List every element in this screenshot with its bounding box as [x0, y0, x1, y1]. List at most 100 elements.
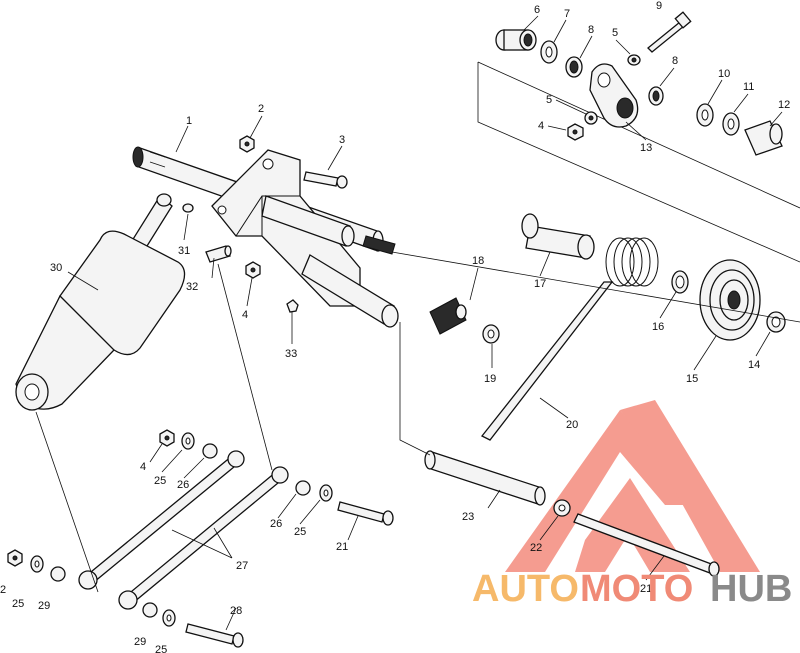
bushing-18 — [429, 297, 467, 335]
watermark-word-auto: AUTO — [472, 568, 579, 610]
label-18: 18 — [472, 255, 484, 267]
leader-5a — [615, 39, 631, 55]
label-8b: 8 — [672, 55, 678, 67]
leader-20 — [539, 397, 569, 419]
bolt-3 — [303, 171, 348, 189]
watermark-word-hub: HUB — [710, 568, 792, 610]
washer-25a — [181, 432, 195, 450]
nut-2a — [239, 135, 255, 153]
axis-line-left — [35, 411, 99, 593]
bushing-26b — [295, 480, 311, 496]
bushing-23 — [424, 450, 546, 506]
label-25d: 25 — [155, 644, 167, 653]
rod-27a — [78, 450, 245, 590]
washer-25b — [319, 484, 333, 502]
bushing-17 — [521, 213, 595, 260]
label-8a: 8 — [588, 24, 594, 36]
washer-7 — [540, 40, 558, 64]
leader-31 — [183, 213, 189, 241]
arm-13 — [589, 63, 639, 128]
label-25b: 25 — [294, 526, 306, 538]
leader-16 — [659, 291, 677, 319]
fitting-33 — [286, 299, 299, 313]
label-33: 33 — [285, 348, 297, 360]
leader-21a — [347, 515, 359, 541]
washer-25d — [162, 609, 176, 627]
leader-15 — [693, 335, 717, 371]
rod-27b — [118, 466, 289, 610]
label-6: 6 — [534, 4, 540, 16]
label-26a: 26 — [177, 479, 189, 491]
leader-18 — [469, 267, 479, 301]
label-29a: 29 — [38, 600, 50, 612]
axis-line-center — [217, 263, 273, 471]
label-7: 7 — [564, 8, 570, 20]
label-28: 28 — [230, 605, 242, 617]
leader-25a — [161, 449, 183, 473]
label-32: 32 — [186, 281, 198, 293]
label-25c: 25 — [12, 598, 24, 610]
label-23: 23 — [462, 511, 474, 523]
leader-28 — [225, 607, 237, 631]
label-25a: 25 — [154, 475, 166, 487]
label-21a: 21 — [336, 541, 348, 553]
label-4b: 4 — [140, 461, 146, 473]
bushing-29a — [50, 566, 66, 582]
label-22: 22 — [530, 542, 542, 554]
bushing-32 — [205, 245, 232, 263]
washer-11 — [722, 112, 740, 136]
leader-26a — [183, 457, 205, 479]
leader-6 — [523, 15, 539, 31]
leader-2a — [249, 115, 263, 139]
bolt-9 — [647, 11, 692, 53]
wheel-15 — [699, 259, 761, 341]
bushing-8a — [565, 56, 583, 78]
leader-14 — [755, 331, 771, 357]
label-16: 16 — [652, 321, 664, 333]
bolt-21a — [337, 501, 394, 526]
leader-3 — [327, 145, 343, 171]
label-15: 15 — [686, 373, 698, 385]
spring-20 — [480, 237, 659, 441]
label-26b: 26 — [270, 518, 282, 530]
leader-27 — [171, 527, 233, 559]
frame-line-top — [477, 61, 800, 209]
nut-4b — [159, 429, 175, 447]
leader-11 — [733, 93, 749, 113]
nut-4a — [245, 261, 261, 279]
label-29b: 29 — [134, 636, 146, 648]
shock-30 — [15, 193, 186, 411]
bolt-28 — [185, 623, 244, 648]
watermark-logo — [505, 400, 760, 572]
label-31: 31 — [178, 245, 190, 257]
leader-21b — [645, 555, 665, 581]
bushing-6 — [495, 29, 537, 51]
label-17: 17 — [534, 278, 546, 290]
label-13: 13 — [640, 142, 652, 154]
label-30: 30 — [50, 262, 62, 274]
axis-line-upper — [391, 251, 800, 323]
leader-8a — [579, 35, 593, 59]
bolt-21b — [573, 513, 720, 577]
leader-10 — [707, 79, 723, 105]
bushing-14 — [766, 311, 786, 333]
leader-4c — [547, 125, 567, 131]
label-4c: 4 — [538, 120, 544, 132]
label-19: 19 — [484, 373, 496, 385]
washer-5a — [627, 54, 641, 66]
leader-7 — [553, 19, 567, 43]
bushing-8b — [648, 86, 664, 106]
label-4a: 4 — [242, 309, 248, 321]
leader-26b — [277, 493, 297, 519]
pivot-bracket — [211, 149, 399, 328]
leader-17 — [539, 251, 551, 277]
label-3: 3 — [339, 134, 345, 146]
label-14: 14 — [748, 359, 760, 371]
leader-30 — [67, 271, 99, 291]
leader-22 — [539, 515, 559, 541]
leader-1 — [175, 125, 189, 153]
label-10: 10 — [718, 68, 730, 80]
washer-10 — [696, 103, 714, 127]
label-27: 27 — [236, 560, 248, 572]
washer-5b — [584, 111, 598, 125]
